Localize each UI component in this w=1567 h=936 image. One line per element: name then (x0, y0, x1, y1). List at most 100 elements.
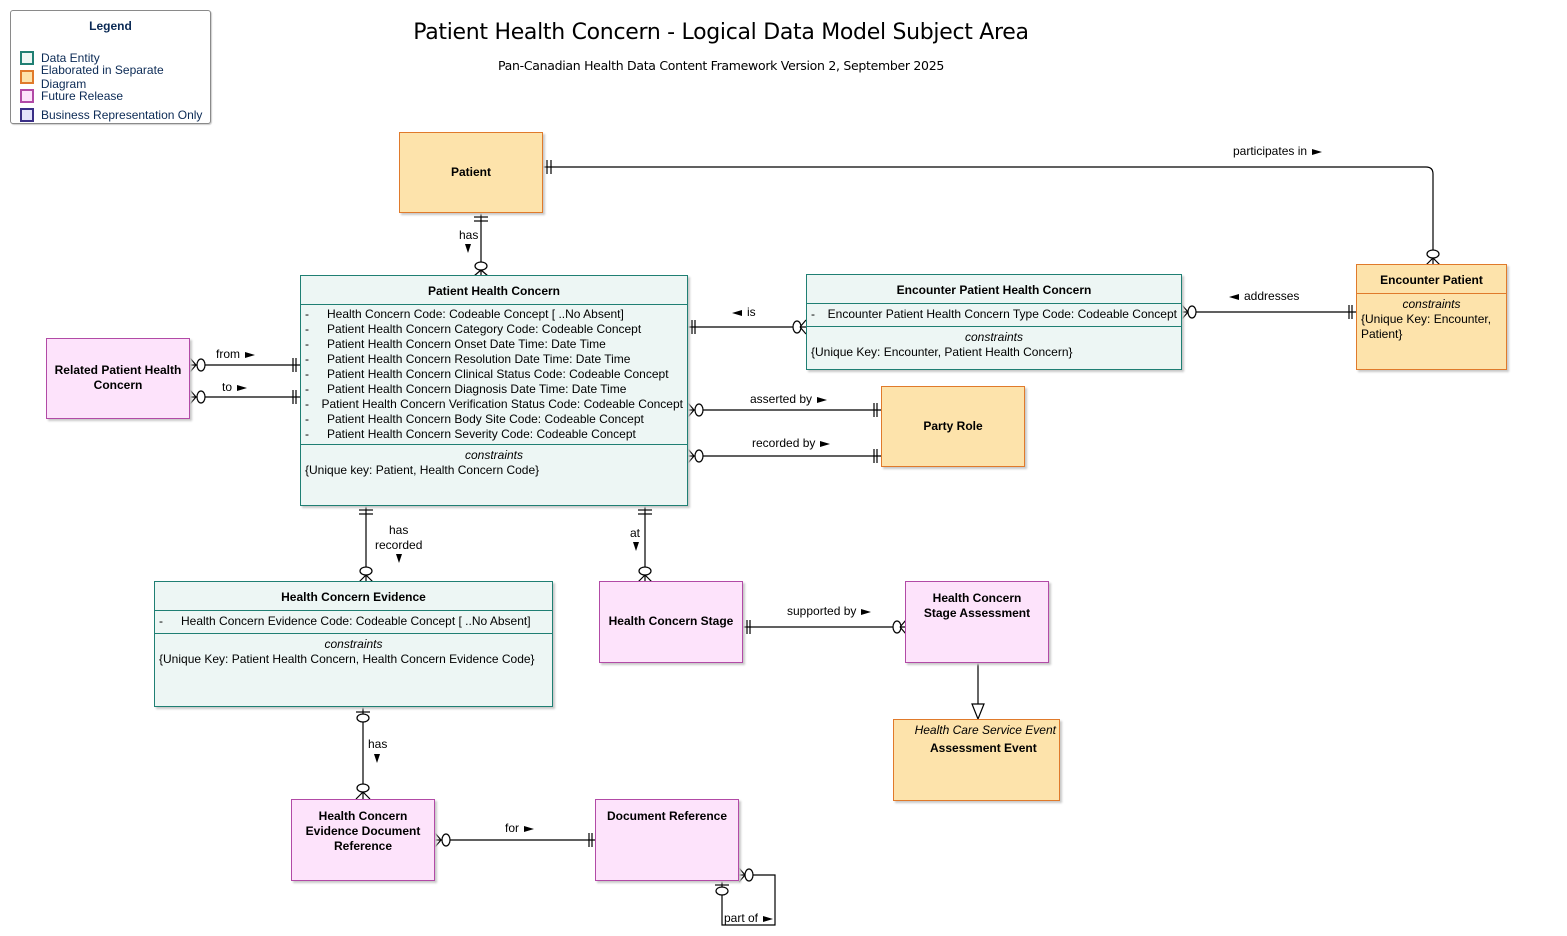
attribute-text: Patient Health Concern Diagnosis Date Ti… (327, 382, 627, 396)
entity-encounter-patient-health-concern[interactable]: Encounter Patient Health Concern -Encoun… (806, 274, 1182, 370)
entity-name: Document Reference (606, 809, 728, 823)
attribute-text: Patient Health Concern Clinical Status C… (327, 367, 669, 381)
entity-party-role[interactable]: Party Role (881, 386, 1025, 467)
label-asserted-by: asserted by (750, 392, 827, 406)
attribute-bullet: - (159, 614, 163, 628)
entity-patient[interactable]: Patient (399, 132, 543, 213)
attribute-row: -Health Concern Code: Codeable Concept [… (305, 307, 683, 322)
label-evidence-has: has (368, 737, 388, 751)
constraints-label: constraints (1402, 297, 1461, 311)
attribute-text: Encounter Patient Health Concern Type Co… (827, 307, 1177, 321)
label-from: from (216, 347, 255, 361)
entity-assessment-event[interactable]: Health Care Service Event Assessment Eve… (893, 719, 1060, 801)
attribute-bullet: - (305, 412, 309, 426)
label-has: has (389, 523, 409, 537)
attribute-text: Patient Health Concern Severity Code: Co… (327, 427, 636, 441)
label-for: for (505, 821, 534, 835)
label-participates-in: participates in (1233, 144, 1322, 158)
rel-at[interactable] (637, 506, 653, 583)
entity-name: Patient (450, 165, 491, 179)
legend-swatch-icon (20, 89, 34, 103)
label-patient-has: has (459, 228, 479, 242)
rel-for[interactable] (434, 832, 596, 848)
entity-name: Assessment Event (930, 741, 1037, 755)
direction-down-icon (465, 244, 471, 253)
entity-related-patient-health-concern[interactable]: Related Patient Health Concern (46, 338, 190, 419)
legend-item-future-release: Future Release (20, 88, 123, 104)
constraints-label: constraints (464, 448, 524, 462)
legend-item-business-rep: Business Representation Only (20, 107, 202, 123)
attribute-text: Patient Health Concern Body Site Code: C… (327, 412, 644, 426)
attribute-text: Patient Health Concern Onset Date Time: … (327, 337, 606, 351)
rel-has-recorded[interactable] (358, 506, 374, 583)
entity-document-reference[interactable]: Document Reference (595, 799, 739, 881)
attribute-bullet: - (305, 337, 309, 351)
entity-stereotype: Health Care Service Event (914, 723, 1056, 737)
entity-health-concern-evidence-document-reference[interactable]: Health Concern Evidence Document Referen… (291, 799, 435, 881)
legend-item-elaborated: Elaborated in Separate Diagram (20, 63, 210, 91)
direction-down-icon (633, 542, 639, 551)
constraints-text: {Unique key: Patient, Health Concern Cod… (305, 463, 540, 477)
label-part-of: part of (724, 911, 773, 925)
attribute-row: - Patient Health Concern Severity Code: C… (305, 427, 683, 442)
entity-patient-health-concern[interactable]: Patient Health Concern - Health Concern C… (300, 275, 688, 506)
constraints-text: {Unique Key: Encounter, Patient} (1361, 312, 1492, 341)
entity-name: Patient Health Concern (301, 276, 687, 305)
attribute-text: Health Concern Code: Codeable Concept [ … (327, 307, 624, 321)
entity-health-concern-evidence[interactable]: Health Concern Evidence - Health Concern … (154, 581, 553, 707)
rel-participates-in[interactable] (543, 160, 1441, 266)
attribute-row: - Health Concern Evidence Code: Codeable … (159, 614, 548, 629)
entity-encounter-patient[interactable]: Encounter Patient constraints {Unique Ke… (1356, 264, 1507, 370)
entity-name: Party Role (923, 419, 983, 433)
attribute-bullet: - (305, 427, 309, 441)
legend-swatch-icon (20, 51, 34, 65)
label-to: to (222, 380, 247, 394)
rel-is[interactable] (688, 319, 807, 335)
attribute-bullet: - (305, 397, 309, 411)
attribute-row: - Patient Health Concern Body Site Code: … (305, 412, 683, 427)
attribute-row: - Patient Health Concern Diagnosis Date T… (305, 382, 683, 397)
entity-name: Health Concern Stage (608, 614, 734, 628)
legend-label: Future Release (41, 89, 124, 103)
label-at: at (630, 526, 641, 540)
rel-from[interactable] (189, 357, 300, 373)
entity-name: Encounter Patient (1357, 265, 1506, 294)
entity-name: Health Concern Evidence Document Referen… (305, 809, 421, 853)
label-supported-by: supported by (787, 604, 871, 618)
rel-asserted-by[interactable] (687, 402, 881, 418)
attribute-text: Patient Health Concern Resolution Date T… (327, 352, 631, 366)
constraints-label: constraints (324, 637, 383, 651)
legend: Legend Data Entity Elaborated in Separat… (10, 10, 211, 124)
attribute-text: Health Concern Evidence Code: Codeable C… (181, 614, 531, 628)
attribute-bullet: - (305, 382, 309, 396)
attribute-row: -Patient Health Concern Verification Sta… (305, 397, 683, 412)
attribute-row: -Patient Health Concern Resolution Date … (305, 352, 683, 367)
rel-patient-has[interactable] (473, 213, 489, 277)
attribute-list: -Encounter Patient Health Concern Type C… (807, 304, 1181, 327)
direction-down-icon (374, 754, 380, 763)
legend-label: Business Representation Only (41, 108, 203, 122)
entity-health-concern-stage[interactable]: Health Concern Stage (599, 581, 743, 663)
legend-title: Legend (89, 19, 132, 33)
attribute-list: - Health Concern Code: Codeable Concept [… (301, 305, 687, 445)
direction-down-icon (396, 554, 402, 563)
entity-name: Related Patient Health Concern (54, 363, 182, 392)
attribute-row: - Patient Health Concern Clinical Status … (305, 367, 683, 382)
rel-supported-by[interactable] (743, 619, 907, 635)
rel-to[interactable] (189, 389, 300, 405)
rel-evidence-has[interactable] (355, 707, 371, 800)
rel-generalization[interactable] (971, 663, 985, 721)
attribute-list: - Health Concern Evidence Code: Codeable … (155, 611, 552, 634)
legend-swatch-icon (20, 108, 34, 122)
label-is: is (732, 305, 756, 319)
label-recorded-by: recorded by (752, 436, 830, 450)
diagram-title: Patient Health Concern - Logical Data Mo… (413, 20, 1029, 45)
legend-item-data-entity: Data Entity (20, 50, 100, 66)
rel-part-of[interactable] (715, 867, 776, 926)
entity-name: Health Concern Evidence (155, 582, 552, 611)
attribute-bullet: - (305, 367, 309, 381)
rel-addresses[interactable] (1181, 304, 1356, 320)
entity-health-concern-stage-assessment[interactable]: Health Concern Stage Assessment (905, 581, 1049, 663)
rel-recorded-by[interactable] (687, 448, 881, 464)
